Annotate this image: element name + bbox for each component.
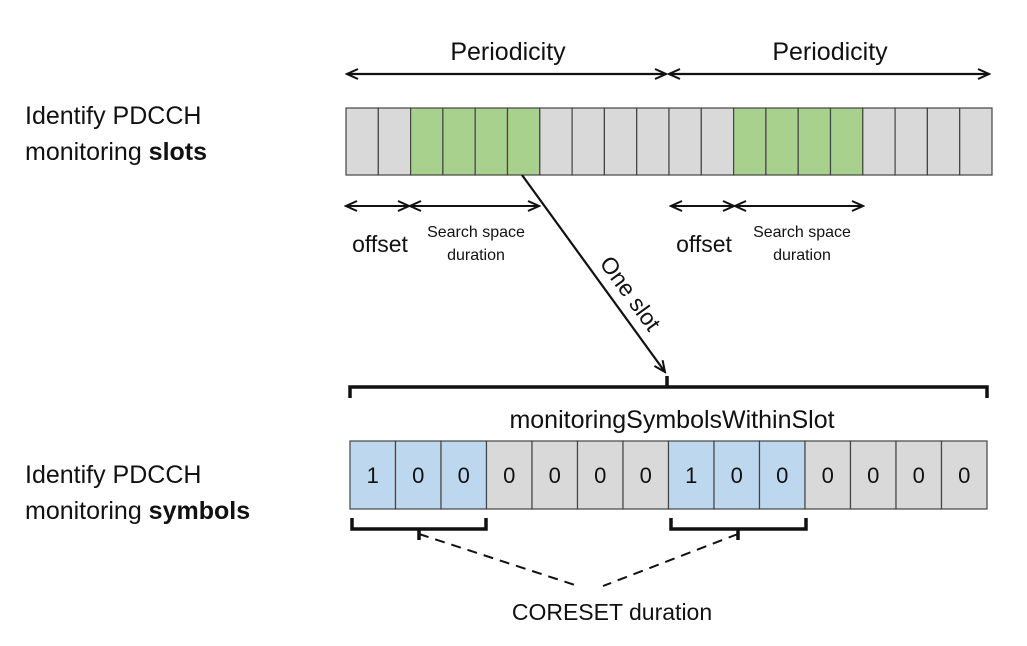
symbol-bit-value: 0 [913, 463, 925, 488]
symbol-bit-value: 0 [867, 463, 879, 488]
slot-cell [700, 107, 735, 176]
periodicity-label-2: Periodicity [772, 38, 888, 66]
symbols-row-label: Identify PDCCH monitoring symbols [25, 457, 250, 529]
monitoring-symbols-title: monitoringSymbolsWithinSlot [509, 406, 834, 434]
slots-row-label-prefix: monitoring [25, 138, 149, 166]
search-space-label-1-line1: Search space [427, 224, 525, 241]
search-space-label-2-line2: duration [773, 247, 831, 264]
symbol-cell [531, 440, 579, 510]
slot-cell [345, 107, 379, 176]
symbol-bit-value: 0 [640, 463, 652, 488]
search-space-slot-cell [442, 107, 476, 176]
slot-cell [959, 107, 993, 176]
monitored-symbol-cell [667, 440, 715, 510]
monitored-symbol-cell [758, 440, 806, 510]
coreset-bracket-1 [350, 518, 488, 540]
search-space-slot-cell [506, 107, 541, 176]
symbol-cell [485, 440, 533, 510]
symbol-bit-value: 0 [958, 463, 970, 488]
search-space-slot-cell [797, 107, 832, 176]
search-space-label-2-line1: Search space [753, 224, 851, 241]
search-space-slot-cell [765, 107, 799, 176]
slots-row-label-line2: monitoring slots [25, 134, 207, 170]
coreset-dashed-line-2 [602, 533, 739, 587]
symbol-cell [849, 440, 897, 510]
coreset-dashed-line-1 [418, 533, 579, 587]
symbol-cell [622, 440, 670, 510]
slot-cell [926, 107, 961, 176]
slot-cell [862, 107, 896, 176]
symbol-cell [804, 440, 852, 510]
slots-row-label-line1: Identify PDCCH [25, 102, 202, 130]
periodicity-label-1: Periodicity [450, 38, 566, 66]
offset-label-2: offset [676, 231, 732, 257]
search-space-slot-cell [474, 107, 509, 176]
symbol-bit-value: 0 [458, 463, 470, 488]
coreset-duration-label: CORESET duration [512, 599, 712, 625]
slot-cell [603, 107, 638, 176]
search-space-label-1-line2: duration [447, 247, 505, 264]
search-space-slot-cell [410, 107, 444, 176]
slots-row-label: Identify PDCCH monitoring slots [25, 98, 207, 170]
symbol-bit-value: 0 [731, 463, 743, 488]
slot-cells [345, 107, 993, 176]
symbol-bit-value: 0 [822, 463, 834, 488]
symbol-cell [895, 440, 943, 510]
symbol-bit-value: 0 [412, 463, 424, 488]
symbol-cell [940, 440, 988, 510]
slot-expansion-bracket [348, 376, 989, 398]
slot-cell [539, 107, 573, 176]
monitored-symbol-cell [440, 440, 488, 510]
symbol-bit-value: 1 [685, 463, 697, 488]
symbol-bit-value: 0 [776, 463, 788, 488]
symbols-row-label-prefix: monitoring [25, 497, 149, 525]
coreset-bracket-2 [669, 518, 808, 540]
symbol-bit-value: 0 [594, 463, 606, 488]
symbol-bit-value: 1 [367, 463, 379, 488]
symbol-bit-value: 0 [503, 463, 515, 488]
symbols-row-label-line2: monitoring symbols [25, 493, 250, 529]
slot-cell [377, 107, 412, 176]
symbols-row-label-bold: symbols [148, 497, 251, 525]
symbols-row-label-line1: Identify PDCCH [25, 461, 202, 489]
monitored-symbol-cell [713, 440, 761, 510]
one-slot-arrow [521, 174, 665, 372]
slot-cell [636, 107, 670, 176]
offset-label-1: offset [352, 231, 408, 257]
search-space-slot-cell [732, 107, 767, 176]
symbol-cells: 1 0 0 0 0 0 0 1 0 0 0 0 0 0 [349, 440, 988, 510]
symbol-bit-value: 0 [549, 463, 561, 488]
slot-cell [894, 107, 928, 176]
slot-cell [668, 107, 702, 176]
search-space-slot-cell [829, 107, 864, 176]
slot-cell [571, 107, 605, 176]
slots-row-label-bold: slots [148, 138, 208, 166]
